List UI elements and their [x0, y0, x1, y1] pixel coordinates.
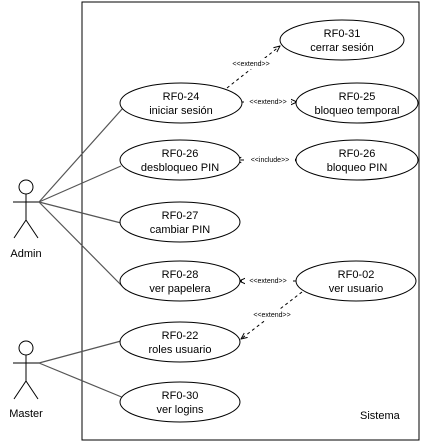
- use-case-name: bloqueo PIN: [327, 162, 388, 174]
- use-case-name: cerrar sesión: [310, 42, 374, 54]
- actor-admin[interactable]: Admin: [10, 179, 42, 260]
- use-case-code: RF0-26: [162, 148, 199, 160]
- use-case-name: ver usuario: [329, 283, 383, 295]
- extend-label: <<extend>>: [232, 61, 269, 68]
- label-bg: [245, 154, 295, 165]
- use-case-rf0-02[interactable]: RF0-02 ver usuario: [295, 260, 417, 302]
- use-case-name: bloqueo temporal: [314, 105, 399, 117]
- use-case-rf0-31[interactable]: RF0-31 cerrar sesión: [279, 19, 405, 61]
- extend-arrow-rf0-24-rf0-31: [226, 46, 280, 89]
- use-case-rf0-22[interactable]: RF0-22 roles usuario: [119, 321, 241, 363]
- use-case-rf0-26-desbloqueo[interactable]: RF0-26 desbloqueo PIN: [119, 139, 241, 181]
- use-case-name: ver papelera: [149, 283, 211, 295]
- stick-figure-icon: [13, 340, 39, 400]
- use-case-name: ver logins: [156, 404, 204, 416]
- actor-master[interactable]: Master: [9, 340, 43, 420]
- use-case-name: desbloqueo PIN: [141, 162, 219, 174]
- use-case-rf0-25[interactable]: RF0-25 bloqueo temporal: [295, 82, 419, 124]
- association-admin-rf0-24: [38, 107, 124, 203]
- use-case-code: RF0-22: [162, 330, 199, 342]
- system-boundary: [81, 1, 420, 441]
- use-case-name: iniciar sesión: [149, 105, 213, 117]
- use-case-code: RF0-31: [324, 28, 361, 40]
- use-case-rf0-27[interactable]: RF0-27 cambiar PIN: [119, 201, 241, 243]
- label-bg: [245, 96, 291, 107]
- label-bg: [226, 58, 276, 69]
- use-case-code: RF0-25: [339, 91, 376, 103]
- actor-master-label: Master: [9, 408, 43, 420]
- stick-figure-icon: [13, 179, 39, 239]
- system-label: Sistema: [360, 410, 401, 422]
- association-master-rf0-30: [38, 362, 125, 399]
- association-admin-rf0-27: [38, 201, 122, 224]
- use-case-rf0-28[interactable]: RF0-28 ver papelera: [119, 260, 241, 302]
- association-master-rf0-22: [38, 340, 122, 364]
- label-bg: [245, 275, 291, 286]
- include-label: <<include>>: [251, 157, 290, 164]
- extend-label: <<extend>>: [249, 278, 286, 285]
- use-case-name: roles usuario: [149, 344, 212, 356]
- use-case-rf0-30[interactable]: RF0-30 ver logins: [119, 381, 241, 423]
- association-admin-rf0-28: [38, 201, 127, 291]
- extend-label: <<extend>>: [253, 312, 290, 319]
- use-case-rf0-24[interactable]: RF0-24 iniciar sesión: [119, 82, 243, 124]
- use-case-name: cambiar PIN: [150, 224, 211, 236]
- use-case-code: RF0-26: [339, 148, 376, 160]
- actor-admin-label: Admin: [10, 248, 41, 260]
- use-case-code: RF0-24: [163, 91, 200, 103]
- use-case-code: RF0-27: [162, 210, 199, 222]
- association-admin-rf0-26: [38, 165, 122, 203]
- use-case-code: RF0-02: [338, 269, 375, 281]
- label-bg: [249, 309, 295, 320]
- use-case-rf0-26-bloqueo[interactable]: RF0-26 bloqueo PIN: [295, 139, 419, 181]
- use-case-code: RF0-28: [162, 269, 199, 281]
- extend-label: <<extend>>: [249, 99, 286, 106]
- use-case-code: RF0-30: [162, 390, 199, 402]
